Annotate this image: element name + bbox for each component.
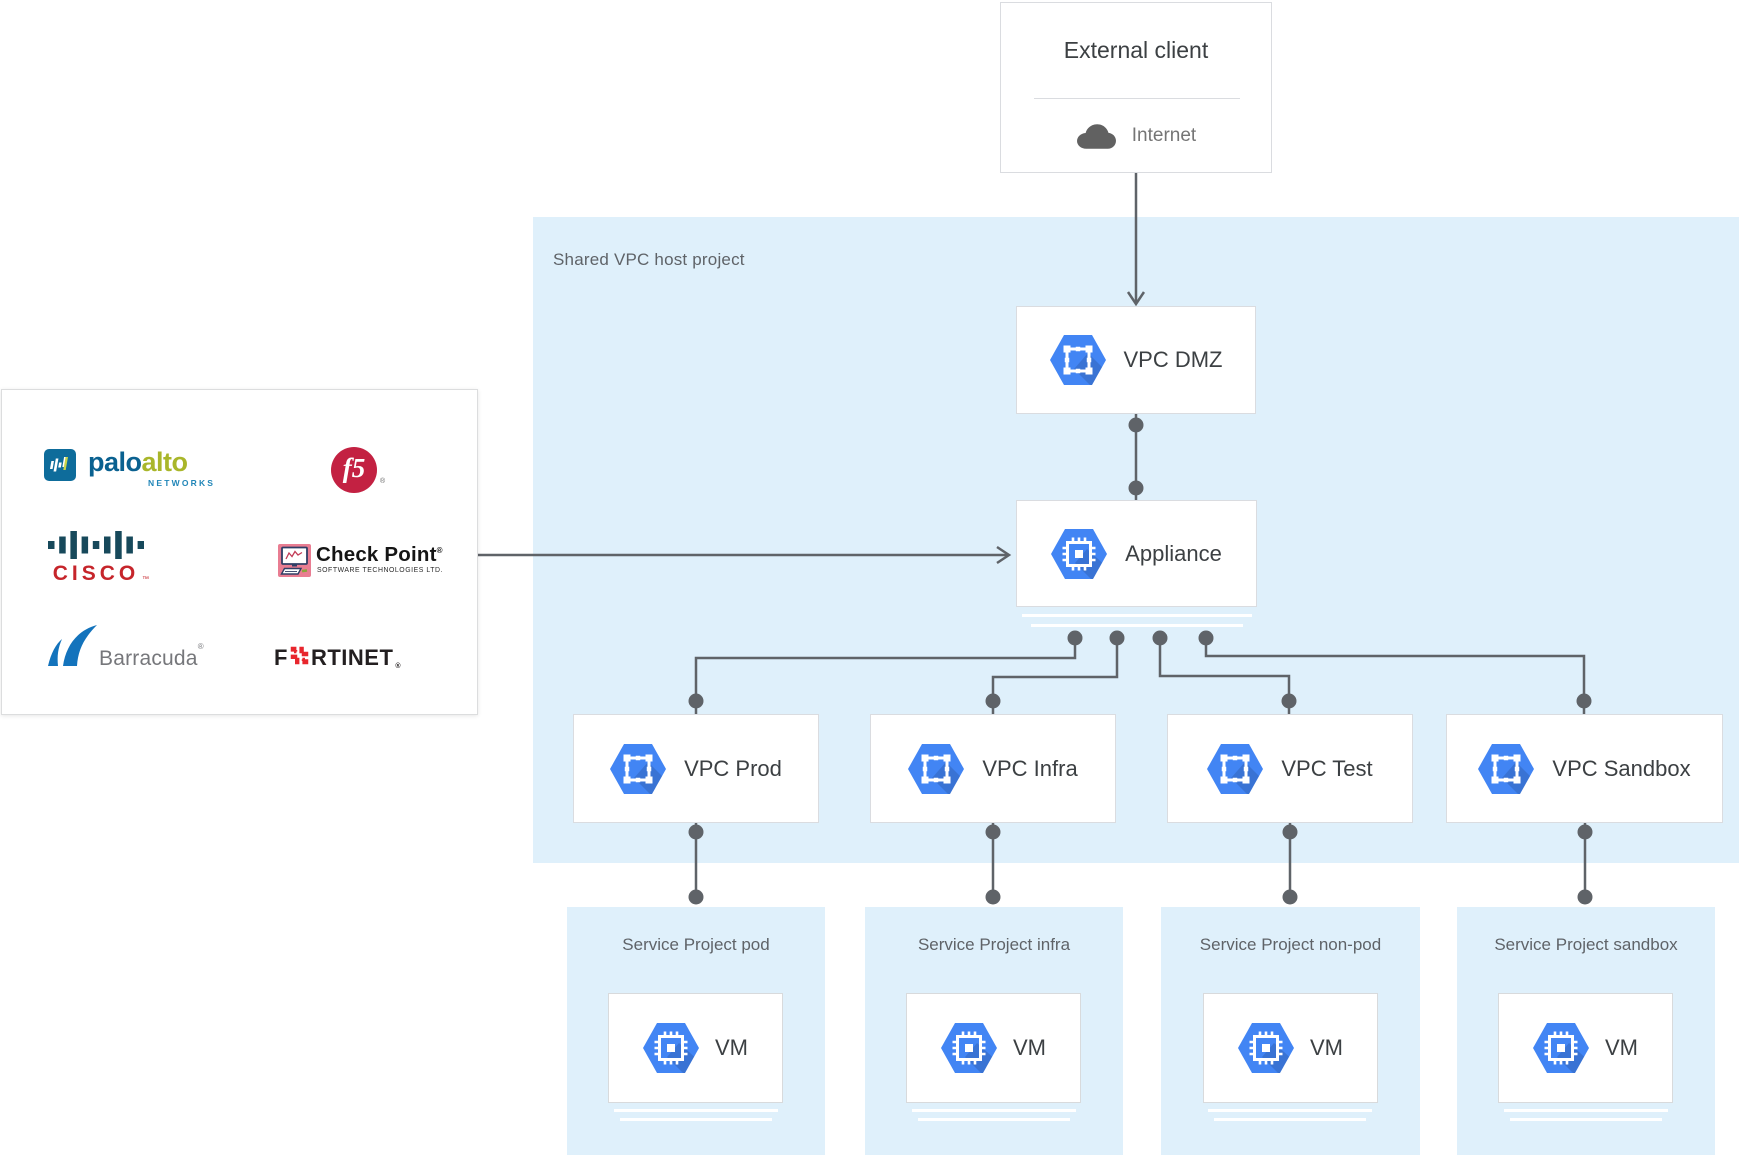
barracuda-fin-icon — [46, 624, 99, 673]
cisco-trademark: ™ — [142, 576, 149, 583]
fortinet-gate-icon — [289, 645, 310, 672]
vpc-network-icon — [610, 743, 667, 794]
vpc-network-icon — [1207, 743, 1264, 794]
vpc-infra-label: VPC Infra — [982, 755, 1078, 781]
service-project-sandbox-label: Service Project sandbox — [1494, 935, 1678, 954]
cisco-bridge-icon — [48, 530, 145, 565]
service-project-pod-label: Service Project pod — [622, 935, 770, 954]
check-point-registered-mark: ® — [436, 546, 443, 556]
palo-alto-networks-icon — [44, 449, 76, 486]
palo-alto-wordmark: paloalto — [88, 447, 188, 477]
compute-engine-vm-icon — [643, 1023, 699, 1073]
vpc-prod-card: VPC Prod — [573, 714, 819, 823]
vpc-network-icon — [1049, 335, 1106, 385]
compute-engine-vm-icon — [1533, 1023, 1589, 1073]
f5-registered-mark: ® — [380, 478, 386, 485]
vpc-dmz-card: VPC DMZ — [1016, 306, 1256, 414]
service-project-infra-zone: Service Project infra VM — [865, 907, 1123, 1155]
appliance-card: Appliance — [1016, 500, 1257, 607]
vm-card-pod: VM — [608, 993, 783, 1103]
internet-label: Internet — [1131, 125, 1197, 146]
vpc-sandbox-label: VPC Sandbox — [1552, 755, 1691, 781]
vpc-test-card: VPC Test — [1167, 714, 1413, 823]
vm-card-infra: VM — [906, 993, 1081, 1103]
f5-logo-icon: f5 — [331, 447, 377, 493]
service-project-non-pod-label: Service Project non-pod — [1199, 935, 1382, 954]
appliance-label: Appliance — [1125, 540, 1222, 566]
external-client-title: External client — [1063, 37, 1209, 63]
palo-alto-networks-subtext: NETWORKS — [148, 478, 216, 488]
check-point-subtext: SOFTWARE TECHNOLOGIES LTD. — [317, 567, 443, 574]
cisco-wordmark: CISCO — [52, 562, 140, 585]
vm-label: VM — [1013, 1035, 1046, 1060]
barracuda-registered-mark: ® — [197, 642, 204, 651]
vm-label: VM — [1605, 1035, 1638, 1060]
vpc-test-label: VPC Test — [1281, 755, 1373, 781]
vm-card-non-pod: VM — [1203, 993, 1378, 1103]
vm-card-sandbox: VM — [1498, 993, 1673, 1103]
vpc-infra-card: VPC Infra — [870, 714, 1116, 823]
service-project-sandbox-zone: Service Project sandbox VM — [1457, 907, 1715, 1155]
vm-label: VM — [1310, 1035, 1343, 1060]
vpc-sandbox-card: VPC Sandbox — [1446, 714, 1723, 823]
compute-engine-vm-icon — [1238, 1023, 1294, 1073]
service-project-infra-label: Service Project infra — [917, 935, 1071, 954]
vpc-network-icon — [1478, 743, 1535, 794]
divider — [1034, 98, 1240, 99]
vm-label: VM — [715, 1035, 748, 1060]
external-client-card: External client Internet — [1000, 2, 1272, 173]
service-project-pod-zone: Service Project pod VM — [567, 907, 825, 1155]
shared-vpc-host-project-label: Shared VPC host project — [553, 250, 745, 269]
appliance-vendors-card: paloalto NETWORKS f5 ® CISCO — [1, 389, 478, 715]
vpc-prod-label: VPC Prod — [684, 755, 782, 781]
check-point-icon — [278, 544, 311, 582]
vpc-network-icon — [908, 743, 965, 794]
barracuda-wordmark: Barracuda® — [99, 642, 204, 670]
fortinet-registered-mark: ® — [395, 663, 402, 670]
fortinet-wordmark: F RTINET ® — [274, 644, 402, 672]
vpc-dmz-label: VPC DMZ — [1123, 347, 1223, 372]
service-project-non-pod-zone: Service Project non-pod VM — [1161, 907, 1420, 1155]
check-point-wordmark: Check Point® — [316, 543, 443, 566]
appliance-chip-icon — [1051, 528, 1108, 579]
compute-engine-vm-icon — [941, 1023, 997, 1073]
internet-cloud-icon — [1076, 123, 1116, 149]
